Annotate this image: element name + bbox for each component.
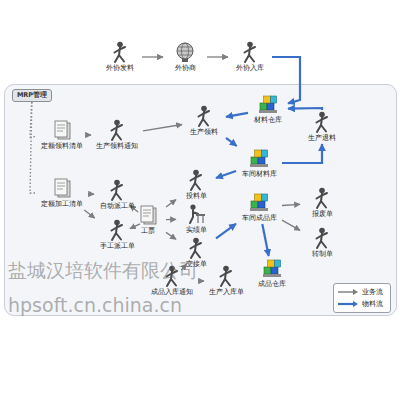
business-flow-arrow <box>207 56 228 57</box>
node-label: 投料单 <box>186 192 207 201</box>
legend-row: 业务流 <box>337 286 387 298</box>
person-icon <box>94 178 140 202</box>
node-label: 车间成品库 <box>242 214 277 223</box>
business-flow-arrow <box>166 219 176 221</box>
desk-person-icon <box>176 202 216 226</box>
material-flow-arrow <box>288 108 322 110</box>
flow-node: 车间成品库 <box>236 190 282 224</box>
person-icon <box>94 218 140 242</box>
flow-node: 外协入库 <box>228 40 272 74</box>
flow-node: 报废单 <box>300 186 344 220</box>
person-icon <box>176 168 216 192</box>
flow-node: 材料仓库 <box>248 92 288 126</box>
node-label: 生产退料 <box>308 134 336 143</box>
document-icon <box>130 203 166 227</box>
node-label: 生产入库单 <box>209 288 244 297</box>
node-label: 外协入库 <box>236 64 264 73</box>
flow-node: 转制单 <box>300 226 344 260</box>
node-label: MRP管理 <box>17 91 47 100</box>
legend-line-sample <box>337 288 359 296</box>
process-box: MRP管理 <box>12 89 52 102</box>
flow-node: 生产入库单 <box>204 264 248 298</box>
node-label: 实绩单 <box>186 226 207 235</box>
material-flow-arrow <box>262 224 268 256</box>
legend-row: 物料流 <box>337 298 387 310</box>
node-label: 材料仓库 <box>254 116 282 125</box>
business-flow-arrow <box>282 204 300 205</box>
flow-node: 投料单 <box>176 168 216 202</box>
warehouse-icon <box>252 256 292 280</box>
business-flow-arrow <box>142 56 163 57</box>
node-label: 转制单 <box>312 250 333 259</box>
person-icon <box>300 186 344 210</box>
legend-box: 业务流物料流 <box>333 283 391 313</box>
business-flow-arrow <box>198 280 204 281</box>
flow-node: 生产退料 <box>300 110 344 144</box>
flow-node: 成品仓库 <box>252 256 292 290</box>
business-flow-arrow <box>88 193 94 195</box>
node-label: 外协商 <box>175 64 196 73</box>
dotted-link <box>30 102 36 193</box>
material-flow-arrow <box>216 171 236 178</box>
watermark-text: hpsoft.cn.china.cn <box>8 294 182 316</box>
flow-node: 手工派工单 <box>94 218 140 252</box>
node-label: 定额领料清单 <box>41 142 83 151</box>
person-icon <box>176 236 216 260</box>
flow-node: 车间材料库 <box>236 146 282 180</box>
flow-node: 定额领料清单 <box>36 118 88 152</box>
flow-node: 外协发料 <box>98 40 142 74</box>
person-icon <box>182 104 226 128</box>
watermark-text: 盐城汉培软件有限公司 <box>8 258 198 284</box>
node-label: 定额加工清单 <box>41 200 83 209</box>
node-label: 自动派工单 <box>100 202 135 211</box>
person-icon <box>228 40 272 64</box>
document-icon <box>36 176 88 200</box>
flow-node: 自动派工单 <box>94 178 140 212</box>
business-flow-arrow <box>143 125 182 131</box>
flow-node: 实绩单 <box>176 202 216 236</box>
person-icon <box>300 110 344 134</box>
person-icon <box>91 118 143 142</box>
node-label: 生产领料通知 <box>96 142 138 151</box>
warehouse-icon <box>236 146 282 170</box>
node-label: 工票 <box>141 227 155 236</box>
flow-node: 外协商 <box>163 40 207 74</box>
node-label: 报废单 <box>312 210 333 219</box>
flow-node: 生产领料通知 <box>91 118 143 152</box>
person-icon <box>204 264 248 288</box>
flow-node: 工票 <box>130 203 166 237</box>
material-flow-arrow <box>226 113 248 117</box>
node-label: 车间材料库 <box>242 170 277 179</box>
flow-node: 定额加工清单 <box>36 176 88 210</box>
globe-icon <box>163 40 207 64</box>
business-flow-arrow <box>166 200 176 207</box>
legend-line-sample <box>337 300 359 308</box>
business-flow-arrow <box>130 224 140 229</box>
material-flow-arrow <box>216 224 236 239</box>
warehouse-icon <box>236 190 282 214</box>
node-label: 外协发料 <box>106 64 134 73</box>
node-label: 手工派工单 <box>100 242 135 251</box>
legend-label: 物料流 <box>362 299 383 309</box>
business-flow-arrow <box>166 232 176 239</box>
business-flow-arrow <box>88 134 91 135</box>
material-flow-arrow <box>226 138 237 146</box>
person-icon <box>98 40 142 64</box>
person-icon <box>300 226 344 250</box>
business-flow-arrow <box>84 210 94 218</box>
document-icon <box>36 118 88 142</box>
node-label: 成品仓库 <box>258 280 286 289</box>
legend-label: 业务流 <box>362 287 383 297</box>
material-flow-arrow <box>282 144 322 163</box>
business-flow-arrow <box>282 220 300 230</box>
flow-node: 生产领料 <box>182 104 226 138</box>
warehouse-icon <box>248 92 288 116</box>
node-label: 生产领料 <box>190 128 218 137</box>
